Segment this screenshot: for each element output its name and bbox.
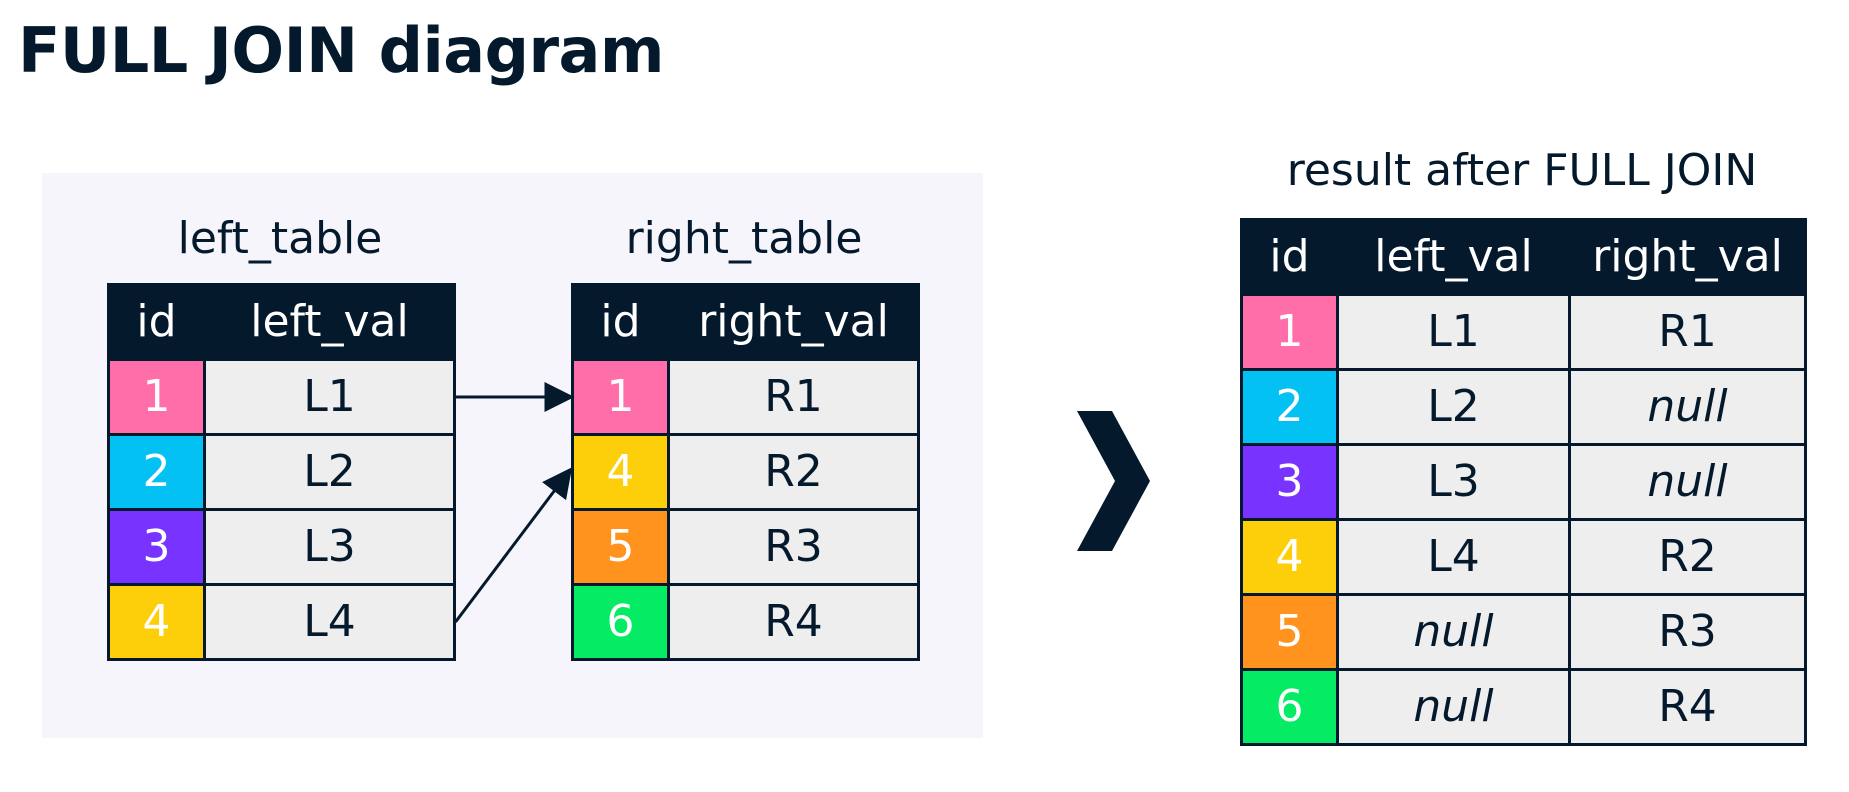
chevron-right-icon (1077, 411, 1150, 551)
right-table-id-cell: 1 (571, 358, 670, 436)
right-table-id-cell: 6 (571, 583, 670, 661)
right-table-header-id: id (571, 283, 670, 361)
result-table-id-cell: 1 (1240, 293, 1339, 371)
right-table-val-cell: R1 (667, 358, 920, 436)
left-table-val-cell: L4 (203, 583, 456, 661)
result-table-left-val-cell: L3 (1336, 443, 1571, 521)
right-table-val-cell: R3 (667, 508, 920, 586)
result-table-left-val-cell: L2 (1336, 368, 1571, 446)
result-table-right-val-cell: null (1568, 368, 1807, 446)
left-table-val-cell: L3 (203, 508, 456, 586)
left-table-id-cell: 4 (107, 583, 206, 661)
result-table-header-right-val: right_val (1568, 218, 1807, 296)
result-table-right-val-cell: R3 (1568, 593, 1807, 671)
right-table-val-cell: R4 (667, 583, 920, 661)
left-table-id-cell: 1 (107, 358, 206, 436)
page-title: FULL JOIN diagram (18, 14, 664, 87)
right-table-id-cell: 5 (571, 508, 670, 586)
result-table-left-val-cell: L4 (1336, 518, 1571, 596)
result-table-id-cell: 4 (1240, 518, 1339, 596)
result-table-left-val-cell: null (1336, 593, 1571, 671)
result-table-right-val-cell: R4 (1568, 668, 1807, 746)
result-table-header-left-val: left_val (1336, 218, 1571, 296)
left-table-header-id: id (107, 283, 206, 361)
right-table-caption: right_table (625, 213, 863, 264)
right-table-header-row: id right_val (571, 283, 920, 361)
left-table-id-cell: 2 (107, 433, 206, 511)
left-table-header-row: id left_val (107, 283, 456, 361)
result-table-id-cell: 6 (1240, 668, 1339, 746)
result-table-caption: result after FULL JOIN (1286, 145, 1758, 196)
right-table-header-right-val: right_val (667, 283, 920, 361)
right-table-val-cell: R2 (667, 433, 920, 511)
result-table-right-val-cell: null (1568, 443, 1807, 521)
result-table-header-id: id (1240, 218, 1339, 296)
result-table-right-val-cell: R2 (1568, 518, 1807, 596)
result-table-left-val-cell: L1 (1336, 293, 1571, 371)
result-table-id-cell: 3 (1240, 443, 1339, 521)
result-table-right-val-cell: R1 (1568, 293, 1807, 371)
result-table-header-row: id left_val right_val (1240, 218, 1807, 296)
left-table-header-left-val: left_val (203, 283, 456, 361)
result-table-id-cell: 2 (1240, 368, 1339, 446)
left-table-val-cell: L1 (203, 358, 456, 436)
right-table-id-cell: 4 (571, 433, 670, 511)
left-table-val-cell: L2 (203, 433, 456, 511)
left-table-id-cell: 3 (107, 508, 206, 586)
result-table-left-val-cell: null (1336, 668, 1571, 746)
result-table-id-cell: 5 (1240, 593, 1339, 671)
left-table-caption: left_table (177, 213, 383, 264)
